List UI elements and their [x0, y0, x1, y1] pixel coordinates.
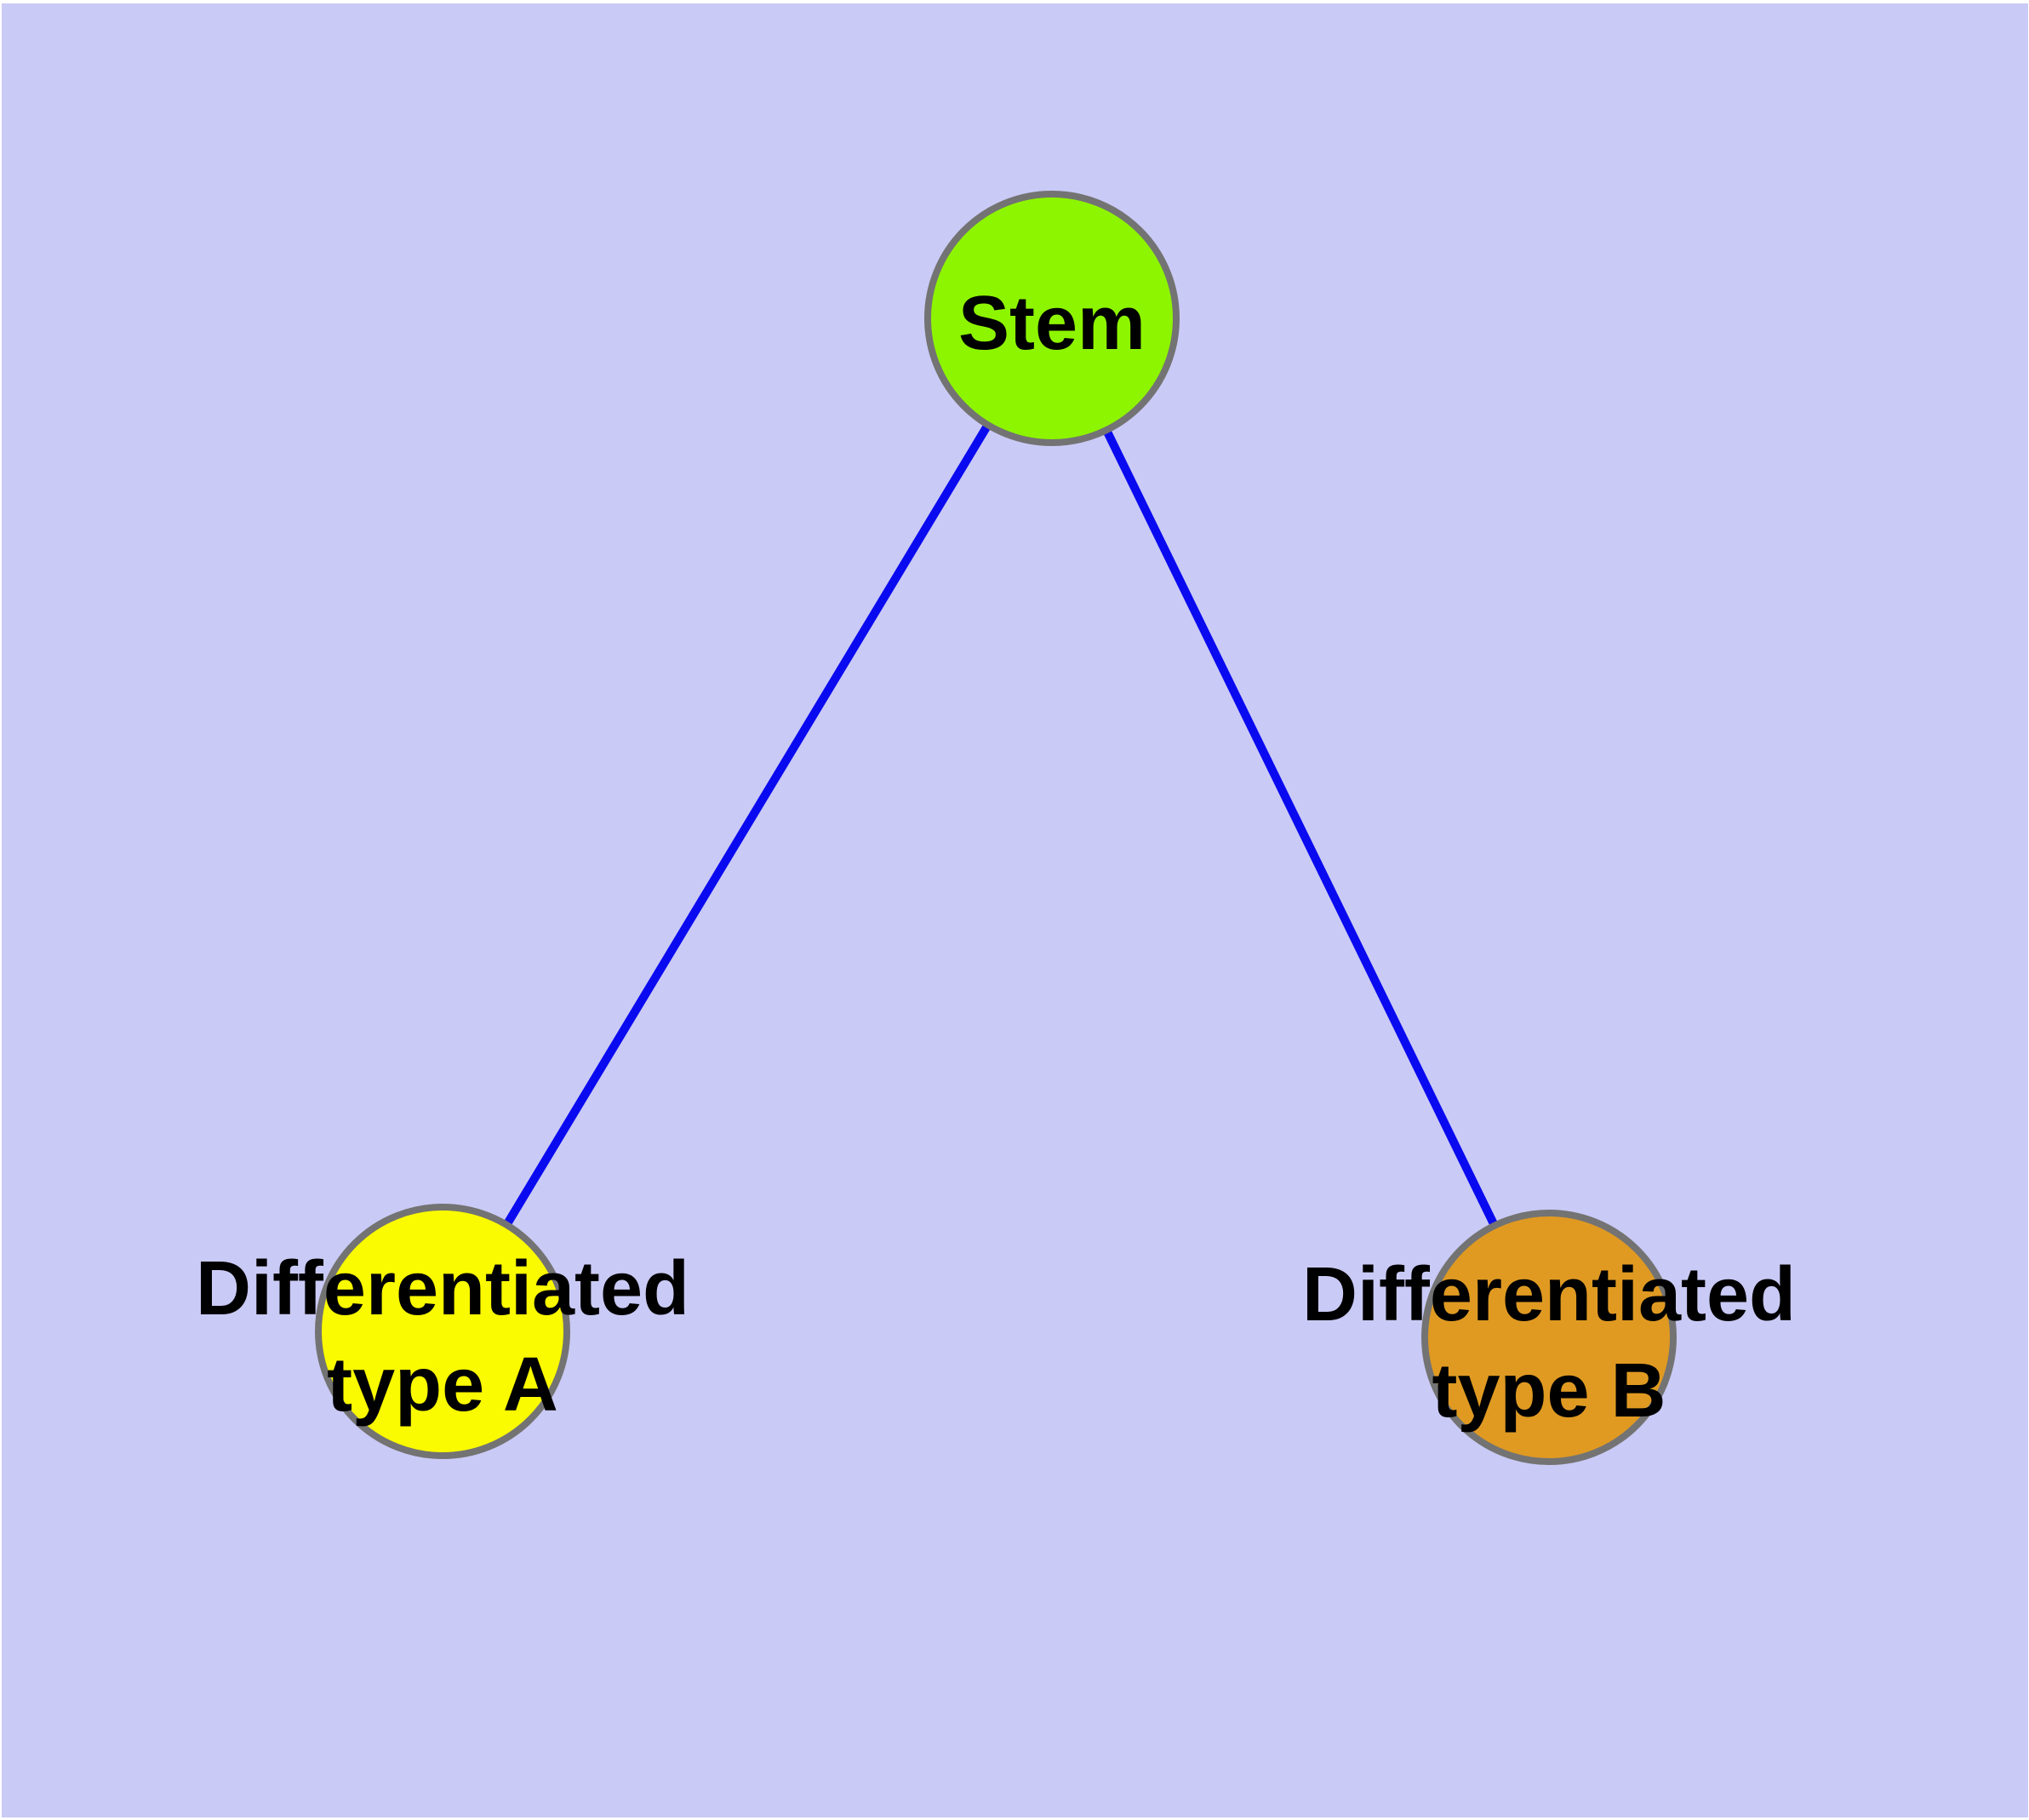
node-type-b-circle [1421, 1210, 1677, 1465]
node-type-b-label-line-1: Differentiated [1302, 1252, 1796, 1337]
edge-stem-to-type-a [438, 316, 1056, 1334]
node-stem-circle [924, 191, 1180, 446]
node-stem-label: Stem [958, 281, 1146, 366]
node-type-a-circle [315, 1204, 570, 1459]
edge-stem-to-type-b [1048, 316, 1553, 1340]
node-type-a-label-line-1: Differentiated [196, 1246, 689, 1331]
node-type-a-label-line-2: type A [327, 1342, 558, 1428]
node-type-b-label-line-2: type B [1432, 1348, 1666, 1434]
